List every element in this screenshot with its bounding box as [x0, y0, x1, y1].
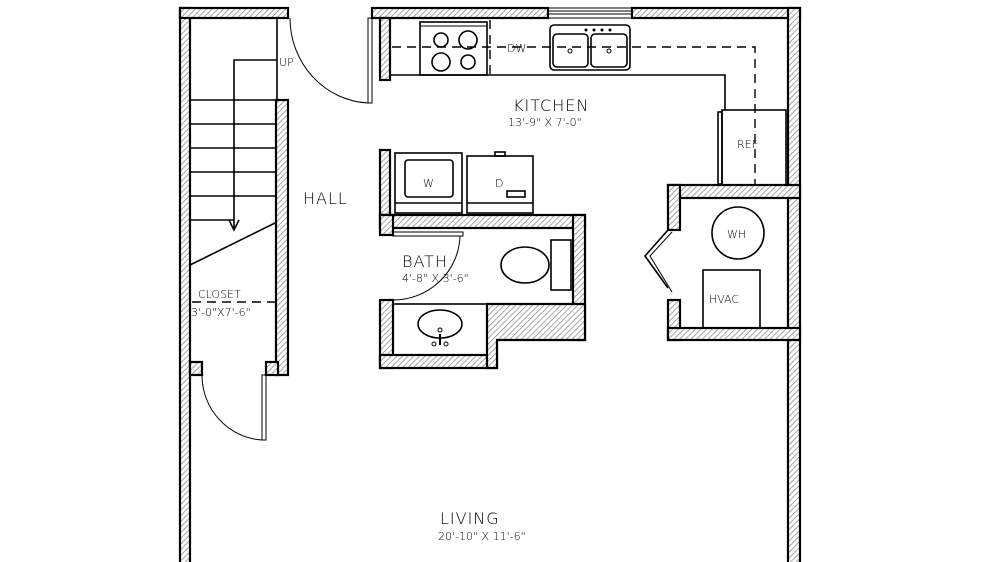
- hall-entry-door[interactable]: [289, 17, 373, 104]
- kitchen-top-wall-left: [370, 6, 550, 20]
- hall-label: HALL: [303, 189, 348, 208]
- closet-door-jamb-right: [264, 360, 280, 377]
- closet-label: CLOSET: [198, 288, 241, 301]
- washer: W: [394, 152, 463, 214]
- stair-direction-arrow: [233, 59, 277, 228]
- living-dims: 20'-10" X 11'-6": [438, 530, 526, 543]
- kitchen-sink: [549, 24, 631, 71]
- bath-top-wall: [378, 213, 587, 230]
- closet-door[interactable]: [201, 374, 267, 441]
- hvac-unit: HVAC: [702, 269, 761, 329]
- bath-dims: 4'-8" X 3'-6": [402, 272, 469, 285]
- kitchen-window: [547, 7, 633, 19]
- mech-bottom-wall: [666, 326, 802, 342]
- water-heater-label: WH: [727, 228, 746, 241]
- bath-sink: [392, 303, 488, 356]
- closet-dims: 3'-0"X7'-6": [191, 306, 251, 319]
- kitchen-left-stub-wall: [378, 16, 392, 82]
- hvac-label: HVAC: [709, 293, 739, 306]
- bath-door[interactable]: [392, 231, 464, 301]
- kitchen-label: KITCHEN: [513, 96, 589, 115]
- dryer: D: [466, 151, 534, 214]
- left-exterior-wall: [178, 6, 192, 562]
- bath-chase-wall: [485, 302, 587, 370]
- refrigerator: REF: [717, 109, 787, 186]
- refrigerator-label: REF: [737, 138, 758, 151]
- closet-door-jamb-left: [188, 360, 204, 377]
- kitchen-dims: 13'-9" X 7'-0": [508, 116, 582, 129]
- stair-up-label: UP: [279, 56, 294, 69]
- right-exterior-wall: [786, 6, 802, 562]
- range: [419, 21, 488, 76]
- bath-left-stub-wall: [378, 213, 395, 237]
- bath-bottom-wall: [378, 353, 499, 370]
- washer-label: W: [423, 177, 434, 190]
- mech-bifold-door[interactable]: [643, 229, 673, 293]
- water-heater: WH: [711, 206, 765, 260]
- kitchen-counter: [390, 46, 756, 185]
- kitchen-top-wall-right: [630, 6, 802, 20]
- stair: UP: [189, 18, 294, 303]
- walls: [178, 6, 802, 562]
- mech-top-wall: [666, 183, 802, 200]
- closet-right-wall: [274, 98, 290, 377]
- mech-left-wall-upper: [666, 183, 682, 232]
- living-label: LIVING: [440, 509, 500, 528]
- laundry-left-wall: [378, 148, 392, 217]
- stair-top-wall: [178, 6, 290, 20]
- bath-label: BATH: [402, 252, 448, 271]
- dryer-label: D: [495, 177, 503, 190]
- dishwasher-label: DW: [507, 42, 526, 55]
- toilet: [500, 239, 572, 291]
